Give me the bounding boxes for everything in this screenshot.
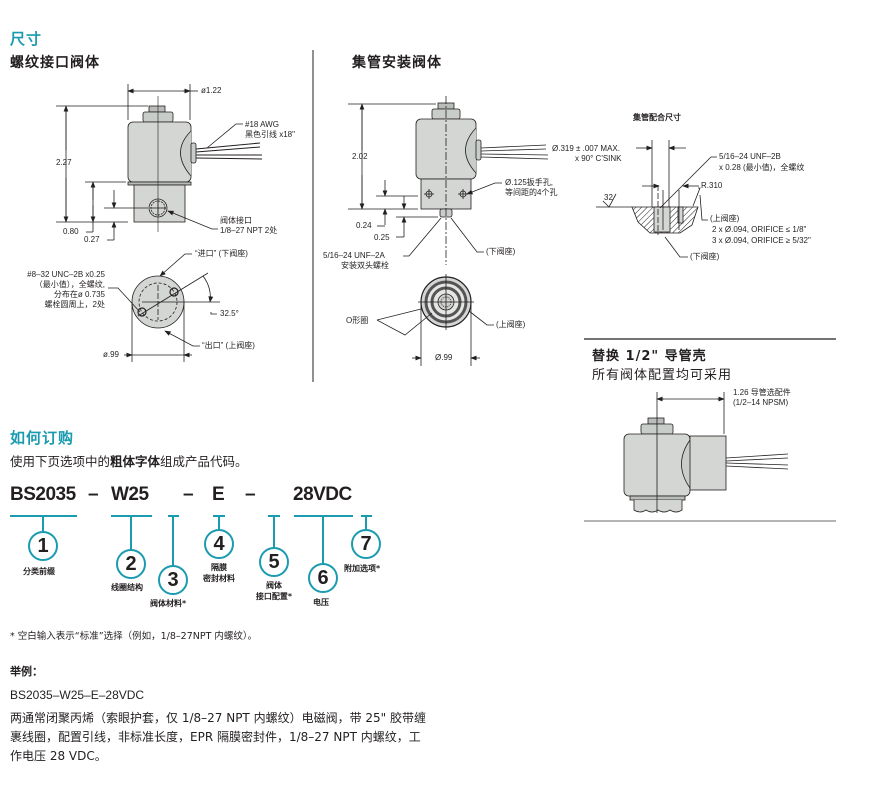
stud-label-line2: 安装双头螺栓 — [341, 261, 389, 270]
dim-manifold-diameter: Ø.99 — [435, 353, 453, 362]
code-part-seal: E — [212, 484, 225, 505]
stud-label-line1: 5/16–24 UNF–2A — [323, 251, 385, 260]
manifold-valve-bottom-view — [376, 274, 494, 366]
csink-line2: x 90° C'SINK — [575, 154, 622, 163]
manifold-valve-side-view — [348, 96, 549, 265]
mating-thread-line2: x 0.28 (最小值)，全螺纹 — [719, 163, 805, 172]
ordering-intro: 使用下页选项中的粗体字体组成产品代码。 — [10, 452, 248, 471]
option-label-line: 接口配置* — [255, 592, 293, 601]
option-label-1: 分类前缀 — [23, 567, 55, 576]
threaded-body-title: 螺纹接口阀体 — [10, 55, 100, 71]
intro-bold-text: 粗体字体 — [110, 454, 161, 469]
thread-note-line: #8–32 UNC–2B x0.25 — [27, 270, 105, 279]
option-label-2: 线圈结构 — [111, 583, 143, 592]
ordering-section-title: 如何订购 — [10, 429, 75, 447]
threaded-valve-side-view — [56, 84, 263, 241]
option-label-line: 阀体 — [266, 581, 282, 590]
mating-title: 集管配合尺寸 — [633, 113, 681, 122]
upper-seat-label: (上阀座) — [496, 320, 526, 329]
port-label-line1: 阀体接口 — [220, 216, 252, 225]
conduit-housing-drawing — [584, 338, 836, 522]
option-label-5: 阀体接口配置* — [251, 580, 297, 602]
ordering-brackets — [10, 515, 372, 566]
option-number-4: 4 — [204, 529, 234, 559]
option-label-3: 阀体材料* — [150, 599, 187, 608]
intro-text: 组成产品代码。 — [160, 454, 248, 469]
mating-thread-line1: 5/16–24 UNF–2B — [719, 152, 781, 161]
option-label-6: 电压 — [313, 598, 329, 607]
option-number-1: 1 — [28, 531, 58, 561]
option-number-3: 3 — [158, 565, 188, 595]
dim-027: 0.27 — [84, 235, 100, 244]
intro-text: 使用下页选项中的 — [10, 454, 111, 469]
thread-note-line: （最小值），全螺纹, — [34, 280, 105, 289]
dim-024: 0.24 — [356, 221, 372, 230]
wrench-hole-line2: 等间距的4个孔 — [505, 188, 558, 197]
code-part-coil: W25 — [111, 484, 149, 505]
example-title: 举例： — [10, 665, 43, 678]
code-separator: – — [183, 484, 194, 505]
threaded-valve-bottom-view — [108, 253, 220, 362]
code-separator: – — [245, 484, 256, 505]
inlet-label: “进口” (下阀座) — [195, 249, 248, 258]
dim-080: 0.80 — [63, 227, 79, 236]
option-number-5: 5 — [259, 547, 289, 577]
option-label-line: 隔膜 — [211, 563, 227, 572]
option-number-2: 2 — [116, 549, 146, 579]
option-number-6: 6 — [308, 563, 338, 593]
conduit-dim-line2: (1/2–14 NPSM) — [733, 398, 789, 407]
dim-top-diameter: ø1.22 — [201, 86, 222, 95]
example-code: BS2035–W25–E–28VDC — [10, 688, 145, 702]
dimensions-section-title: 尺寸 — [10, 30, 43, 48]
dim-bottom-diameter: ø.99 — [103, 350, 120, 359]
lower-seat-label: (下阀座) — [486, 247, 516, 256]
option-label-4: 隔膜密封材料 — [203, 562, 235, 584]
wrench-hole-line1: Ø.125扳手孔, — [505, 178, 554, 187]
dim-025: 0.25 — [374, 233, 390, 242]
code-part-prefix: BS2035 — [10, 484, 76, 505]
example-desc-line: 作电压 28 VDC。 — [10, 749, 107, 763]
dim-height-227: 2.27 — [56, 158, 72, 167]
conduit-title: 替换 1/2" 导管壳 — [592, 349, 707, 364]
footnote: * 空白输入表示“标准”选择（例如，1/8–27NPT 内螺纹）。 — [10, 631, 258, 642]
thread-note-line: 螺栓圆周上，2处 — [44, 300, 105, 309]
angle-label: 32.5° — [220, 309, 239, 318]
example-desc-line: 裹线圈，配置引线，非标准长度，EPR 隔膜密封件，1/8–27 NPT 内螺纹，… — [10, 730, 421, 744]
port-label-line2: 1/8–27 NPT 2处 — [220, 226, 278, 235]
thread-note-line: 分布在ø 0.735 — [53, 290, 105, 299]
conduit-dim-line1: 1.26 导管选配件 — [733, 388, 791, 397]
manifold-mating-section — [596, 140, 717, 258]
option-label-line: 密封材料 — [203, 574, 235, 583]
orifice-line2: 3 x Ø.094, ORIFICE ≥ 5/32" — [712, 236, 811, 245]
wire-gauge-label: #18 AWG — [245, 120, 279, 129]
thread-note: #8–32 UNC–2B x0.25 （最小值），全螺纹, 分布在ø 0.735… — [8, 270, 105, 310]
mating-upper-seat: (上阀座) — [710, 214, 740, 223]
example-desc-line: 两通常闭聚丙烯（索眼护套，仅 1/8–27 NPT 内螺纹）电磁阀，带 25" … — [10, 711, 426, 725]
oring-label: O形圈 — [346, 316, 369, 325]
dim-height-202: 2.02 — [352, 152, 368, 161]
orifice-line1: 2 x Ø.094, ORIFICE ≤ 1/8" — [712, 225, 807, 234]
option-number-7: 7 — [351, 529, 381, 559]
example-description: 两通常闭聚丙烯（索眼护套，仅 1/8–27 NPT 内螺纹）电磁阀，带 25" … — [10, 709, 426, 766]
radius-label: R.310 — [701, 181, 723, 190]
finish-label: 32 — [604, 193, 613, 202]
option-label-7: 附加选项* — [344, 564, 381, 573]
conduit-subtitle: 所有阀体配置均可采用 — [592, 368, 733, 383]
mating-lower-seat: (下阀座) — [690, 252, 720, 261]
code-separator: – — [88, 484, 99, 505]
csink-line1: Ø.319 ± .007 MAX. — [552, 144, 620, 153]
wire-lead-label: 黑色引线 x18" — [245, 130, 295, 139]
outlet-label: “出口” (上阀座) — [202, 341, 255, 350]
code-part-voltage: 28VDC — [293, 484, 352, 505]
manifold-body-title: 集管安装阀体 — [352, 55, 442, 71]
